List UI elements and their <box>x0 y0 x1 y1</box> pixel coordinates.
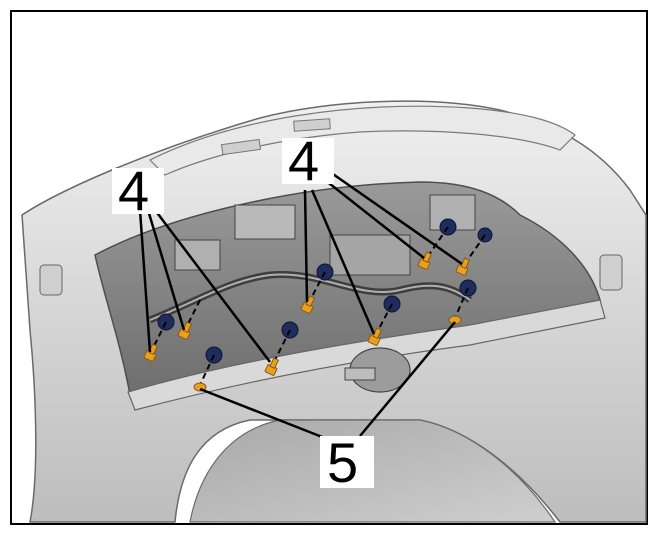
callout-label: 4 <box>288 129 319 192</box>
bolt-icon <box>417 251 433 270</box>
spoiler-light-left <box>220 138 262 156</box>
wiring-harness-highlight <box>149 273 471 321</box>
latch-arm <box>344 367 376 381</box>
spoiler-lip <box>148 105 576 176</box>
latch-module <box>329 234 411 276</box>
lock-bracket <box>234 204 296 240</box>
bolt-icon <box>367 327 383 346</box>
spoiler-light-right <box>293 118 331 132</box>
bolt-icon <box>264 357 280 376</box>
leader-lines <box>138 170 463 446</box>
callout-label: 4 <box>118 159 149 222</box>
callout-label: 5 <box>327 431 358 494</box>
bolt-icon <box>177 321 193 340</box>
tailgate-illustration <box>21 100 647 523</box>
callout-left-4: 4 <box>112 159 164 222</box>
callout-right-4: 4 <box>282 129 334 192</box>
clip-icon <box>448 315 462 325</box>
bolt-icon <box>455 257 471 276</box>
callout-bottom-5: 5 <box>320 431 374 494</box>
bolts <box>143 251 471 392</box>
left-hinge <box>39 264 63 296</box>
right-hinge <box>599 254 623 291</box>
